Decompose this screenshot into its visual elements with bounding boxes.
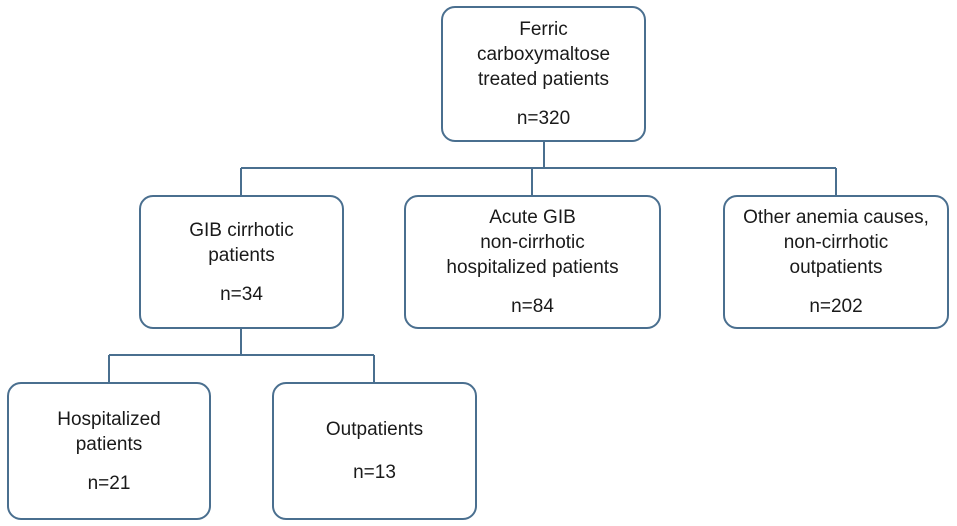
node-count: n=84: [511, 296, 554, 317]
node-ferric-carboxymaltose-treated: Ferric carboxymaltose treated patients n…: [441, 6, 646, 142]
node-outpatients: Outpatients n=13: [272, 382, 477, 520]
node-label: GIB cirrhotic patients: [189, 219, 294, 266]
node-count: n=320: [516, 108, 571, 129]
node-gib-cirrhotic-patients: GIB cirrhotic patients n=34: [139, 195, 344, 329]
node-acute-gib-non-cirrhotic: Acute GIB non-cirrhotic hospitalized pat…: [404, 195, 661, 329]
node-label: Hospitalized patients: [57, 408, 161, 455]
node-hospitalized-patients: Hospitalized patients n=21: [7, 382, 211, 520]
node-count: n=21: [87, 472, 131, 494]
node-count: n=202: [809, 296, 863, 317]
node-label: Ferric carboxymaltose treated patients: [476, 19, 611, 90]
node-count: n=34: [220, 283, 263, 305]
node-other-anemia-causes: Other anemia causes, non-cirrhotic outpa…: [723, 195, 949, 329]
node-label: Other anemia causes, non-cirrhotic outpa…: [743, 207, 929, 278]
node-label: Acute GIB non-cirrhotic hospitalized pat…: [446, 207, 619, 278]
node-count: n=13: [353, 462, 396, 483]
node-label: Outpatients: [325, 419, 424, 440]
